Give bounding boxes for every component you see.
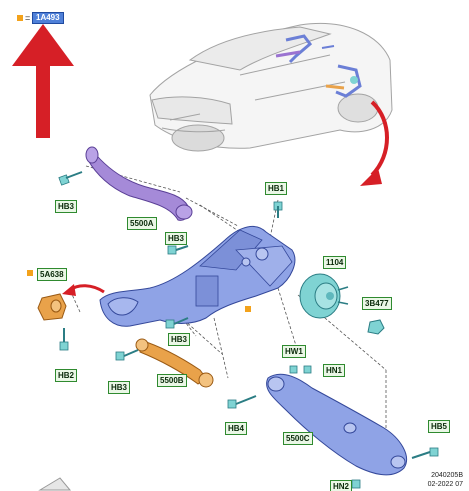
callout-5500b: 5500B: [157, 374, 187, 387]
marker-square: [27, 270, 33, 276]
callout-hb3: HB3: [165, 232, 188, 245]
car-illustration: [149, 22, 393, 152]
bolt-hn1: [303, 365, 312, 374]
reference-equals: =: [25, 13, 31, 23]
diagram-date: 02-2022 07: [427, 481, 463, 488]
callout-hb2: HB2: [55, 369, 78, 382]
callout-5500c: 5500C: [283, 432, 313, 445]
upper-control-arm: [85, 146, 193, 221]
callout-5a638: 5A638: [37, 268, 67, 281]
callout-hb3: HB3: [168, 333, 191, 346]
bushing-arrow: [62, 284, 105, 296]
toe-link: [135, 338, 214, 388]
bolts: [58, 171, 439, 489]
page-corner-graphic: [38, 477, 72, 491]
callout-hw1: HW1: [282, 345, 306, 358]
reference-marker: [17, 15, 23, 21]
callout-hb1: HB1: [265, 182, 288, 195]
bolt-hw1: [289, 365, 298, 374]
bolt-hb4: [227, 395, 257, 409]
callout-hb3: HB3: [108, 381, 131, 394]
callout-3b477: 3B477: [362, 297, 392, 310]
callout-hb3: HB3: [55, 200, 78, 213]
orientation-arrow: [12, 24, 74, 138]
reference-tag: 1A493: [32, 12, 64, 24]
bolt-hb3-bottom: [115, 349, 139, 361]
rear-knuckle-subframe: [99, 225, 296, 327]
detail-arrow: [360, 100, 389, 186]
bolt-hb3-mid: [167, 245, 189, 255]
hub-nut: [367, 319, 385, 335]
bolt-hb2: [59, 328, 69, 351]
callout-1104: 1104: [323, 256, 347, 269]
bolt-hb5: [411, 447, 439, 459]
callout-hn2: HN2: [330, 480, 353, 491]
bolt-hn2: [351, 479, 361, 489]
bolt-hb3-lower: [165, 317, 189, 329]
car-suspension-highlight: [275, 34, 362, 98]
bolt-hb3-top: [58, 171, 83, 186]
diagram-code: 2040205B: [431, 472, 463, 479]
lower-control-arm: [266, 373, 407, 476]
callout-hb4: HB4: [225, 422, 248, 435]
bushing: [37, 293, 67, 321]
bolt-hb1: [273, 201, 283, 218]
callout-hb5: HB5: [428, 420, 451, 433]
wheel-hub: [299, 273, 349, 319]
callout-hn1: HN1: [323, 364, 346, 377]
marker-square: [245, 306, 251, 312]
callout-5500a: 5500A: [127, 217, 157, 230]
